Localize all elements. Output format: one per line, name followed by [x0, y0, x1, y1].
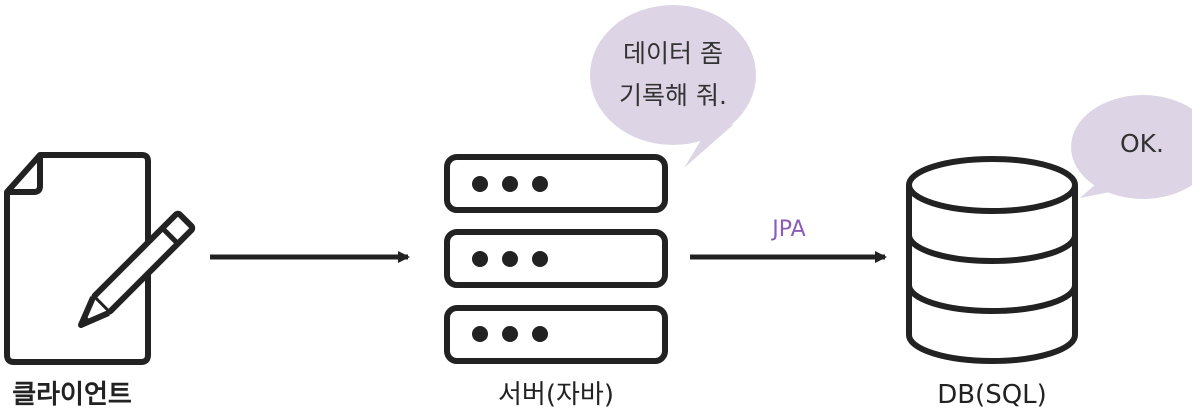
- server-bubble-line-1: 데이터 좀: [623, 39, 723, 68]
- server-bubble-line-2: 기록해 줘.: [619, 81, 727, 110]
- server-rack-icon: [444, 154, 668, 364]
- edge-label-jpa: JPA: [770, 217, 805, 242]
- document-pencil-icon: [4, 152, 196, 365]
- database-bubble-text: OK.: [1120, 129, 1164, 158]
- database-speech-bubble: OK.: [1071, 95, 1192, 199]
- client-label: 클라이언트: [12, 380, 132, 410]
- server-label: 서버(자바): [498, 380, 614, 410]
- database-icon: [906, 156, 1078, 364]
- server-speech-bubble: 데이터 좀 기록해 줘.: [590, 5, 756, 168]
- database-label: DB(SQL): [937, 380, 1047, 410]
